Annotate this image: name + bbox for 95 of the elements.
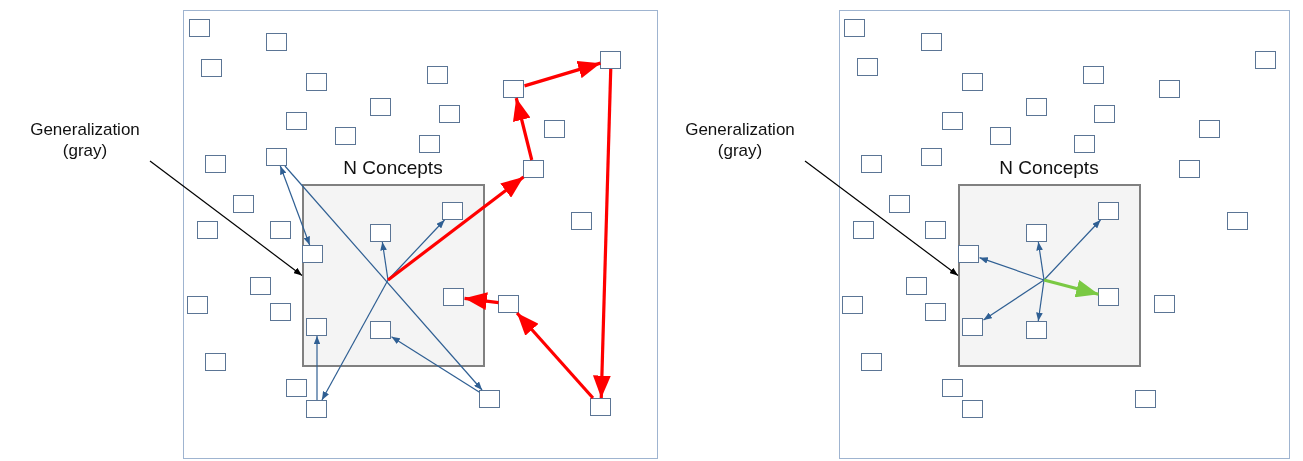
arrow xyxy=(804,160,959,277)
concept-box xyxy=(1083,65,1104,84)
concept-box xyxy=(921,147,942,166)
concept-box xyxy=(1026,223,1047,242)
concept-box xyxy=(503,79,524,98)
arrow xyxy=(592,68,613,399)
concept-box xyxy=(1135,389,1156,408)
concept-box xyxy=(1026,97,1047,116)
concept-box xyxy=(1199,119,1220,138)
concept-box xyxy=(197,220,218,239)
arrow xyxy=(978,257,1045,281)
concept-box xyxy=(270,302,291,321)
concept-box xyxy=(1159,79,1180,98)
concept-box xyxy=(590,397,611,416)
concept-box xyxy=(1255,50,1276,69)
concept-box xyxy=(1098,201,1119,220)
group-heading: N Concepts xyxy=(342,156,444,179)
arrow xyxy=(982,279,1045,321)
concept-box xyxy=(370,97,391,116)
arrow xyxy=(464,292,499,311)
concept-box xyxy=(302,244,323,263)
concept-box xyxy=(544,119,565,138)
arrow xyxy=(1043,278,1099,298)
concept-box xyxy=(600,50,621,69)
concept-box xyxy=(205,352,226,371)
arrow xyxy=(513,97,534,161)
arrow xyxy=(284,165,483,391)
arrow xyxy=(390,336,481,393)
panel-frame xyxy=(839,10,1290,459)
concept-box xyxy=(270,220,291,239)
concept-box xyxy=(479,389,500,408)
concept-box xyxy=(1227,211,1248,230)
concept-box xyxy=(442,201,463,220)
concept-box xyxy=(857,57,878,76)
concept-box xyxy=(189,18,210,37)
concept-box xyxy=(306,317,327,336)
concept-box xyxy=(523,159,544,178)
concept-box xyxy=(1098,287,1119,306)
annotation-text: Generalization (gray) xyxy=(675,119,805,161)
concept-box xyxy=(1179,159,1200,178)
annotation-text: Generalization (gray) xyxy=(20,119,150,161)
concept-box xyxy=(306,72,327,91)
concept-box xyxy=(498,294,519,313)
concept-box xyxy=(853,220,874,239)
concept-box xyxy=(306,399,327,418)
concept-box xyxy=(370,223,391,242)
double-arrow xyxy=(279,165,311,246)
concept-box xyxy=(286,111,307,130)
arrow xyxy=(321,279,389,401)
concept-box xyxy=(266,147,287,166)
concept-box xyxy=(942,111,963,130)
concept-box xyxy=(571,211,592,230)
concept-box xyxy=(419,134,440,153)
concept-box xyxy=(962,72,983,91)
arrow xyxy=(515,311,595,400)
concept-box xyxy=(370,320,391,339)
concept-box xyxy=(844,18,865,37)
concept-box xyxy=(962,399,983,418)
concept-box xyxy=(925,302,946,321)
concept-box xyxy=(889,194,910,213)
group-heading: N Concepts xyxy=(998,156,1100,179)
concept-box xyxy=(942,378,963,397)
concept-box xyxy=(439,104,460,123)
concept-box xyxy=(861,352,882,371)
concept-box xyxy=(443,287,464,306)
concept-box xyxy=(990,126,1011,145)
arrow xyxy=(387,175,525,282)
concept-box xyxy=(205,154,226,173)
concept-box xyxy=(233,194,254,213)
concept-box xyxy=(842,295,863,314)
concept-box xyxy=(962,317,983,336)
arrow xyxy=(1036,279,1045,322)
arrow xyxy=(313,335,321,401)
concept-box xyxy=(1094,104,1115,123)
panel-frame xyxy=(183,10,658,459)
concept-box xyxy=(1154,294,1175,313)
concept-box xyxy=(925,220,946,239)
concept-box xyxy=(266,32,287,51)
concept-box xyxy=(427,65,448,84)
concept-box xyxy=(250,276,271,295)
arrow xyxy=(1043,219,1102,281)
concept-box xyxy=(201,58,222,77)
concept-box xyxy=(906,276,927,295)
concept-box xyxy=(1026,320,1047,339)
concept-box xyxy=(1074,134,1095,153)
arrow xyxy=(149,160,303,277)
concept-box xyxy=(187,295,208,314)
concept-box xyxy=(861,154,882,173)
concept-box xyxy=(958,244,979,263)
arrow xyxy=(524,60,601,88)
concept-box xyxy=(921,32,942,51)
arrow xyxy=(1036,241,1045,281)
arrow xyxy=(380,241,389,281)
concept-box xyxy=(335,126,356,145)
concept-box xyxy=(286,378,307,397)
